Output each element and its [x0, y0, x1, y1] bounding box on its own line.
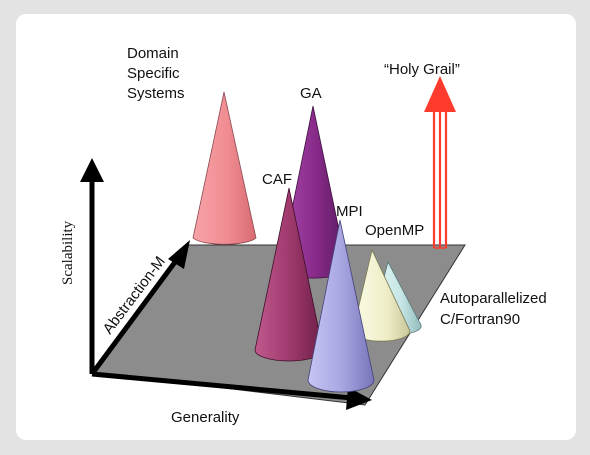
- domain-specific-cone: [192, 91, 257, 245]
- abstraction-axis: [89, 240, 190, 376]
- mpi-cone: [307, 219, 375, 393]
- holy-grail-arrow: [424, 76, 456, 249]
- label-autoparallelized: Autoparallelized C/Fortran90: [440, 290, 551, 328]
- scalability-axis: [80, 158, 104, 374]
- label-generality: Generality: [171, 409, 240, 426]
- generality-axis: [91, 371, 372, 410]
- label-domain-specific: Domain Specific Systems: [127, 45, 185, 102]
- label-caf: CAF: [262, 171, 292, 188]
- label-holy-grail: “Holy Grail”: [384, 61, 460, 78]
- label-mpi: MPI: [336, 203, 363, 220]
- label-scalability: Scalability: [60, 220, 76, 285]
- label-openmp: OpenMP: [365, 222, 424, 239]
- label-ga: GA: [300, 85, 322, 102]
